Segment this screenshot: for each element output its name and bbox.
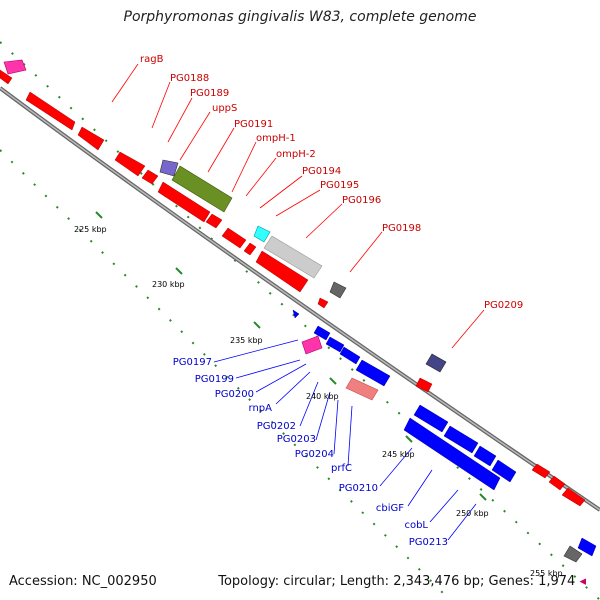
gene-label: PG0209: [484, 300, 523, 311]
reverse-leaders: [213, 339, 477, 541]
gene-feature: [141, 169, 159, 185]
scale-label: 255 kbp: [530, 569, 563, 578]
gene-label: PG0198: [382, 223, 421, 234]
gene-feature: [473, 445, 497, 467]
gene-feature: [413, 404, 449, 433]
forward-features: [0, 69, 586, 507]
gene-feature: [255, 250, 309, 293]
gene-label: PG0191: [234, 119, 273, 130]
reverse-features: [292, 309, 597, 557]
gene-feature: [577, 537, 597, 557]
gene-label: PG0213: [409, 537, 448, 548]
scale-label: 235 kbp: [230, 336, 263, 345]
gene-label: PG0194: [302, 166, 341, 177]
gene-label: PG0203: [277, 434, 316, 445]
gene-feature: [339, 346, 361, 365]
gene-label: PG0195: [320, 180, 359, 191]
feature-gray: [263, 235, 323, 279]
gene-feature: [0, 69, 13, 85]
gene-feature: [205, 213, 223, 229]
accession-text: Accession: NC_002950: [9, 574, 157, 589]
gene-feature: [561, 487, 586, 507]
gene-label: ompH-2: [276, 149, 316, 160]
scale-label-group: 225 kbp 230 kbp 235 kbp 240 kbp 245 kbp …: [74, 225, 563, 578]
scale-label: 230 kbp: [152, 280, 185, 289]
gene-label: PG0196: [342, 195, 381, 206]
feature-magenta-2: [301, 335, 323, 355]
gene-label: prfC: [331, 463, 352, 474]
gene-feature: [157, 181, 211, 223]
gene-label: cobL: [404, 520, 428, 531]
gene-feature: [243, 242, 257, 256]
gene-feature: [114, 151, 146, 177]
summary-text: Topology: circular; Length: 2,343,476 bp…: [218, 574, 586, 589]
gene-feature: [415, 377, 433, 393]
feature-purple: [159, 159, 179, 177]
gene-feature: [77, 126, 105, 151]
gene-label: cbiGF: [376, 503, 404, 514]
forward-leaders: [111, 63, 485, 349]
gene-label: uppS: [212, 103, 237, 114]
scale-ticks: [95, 211, 487, 501]
gene-label: ompH-1: [256, 133, 296, 144]
gene-feature: [292, 309, 300, 319]
scale-label: 240 kbp: [306, 392, 339, 401]
gene-feature: [317, 297, 329, 309]
reverse-label-group: PG0197 PG0199 PG0200 rnpA PG0202 PG0203 …: [173, 357, 448, 548]
gene-label: PG0202: [257, 421, 296, 432]
arrow-icon: ◂: [579, 574, 586, 589]
gene-feature: [221, 227, 247, 249]
gene-label: PG0197: [173, 357, 212, 368]
gene-label: PG0189: [190, 88, 229, 99]
feature-cyan: [253, 225, 271, 243]
feature-darkgray-2: [563, 545, 583, 563]
gene-feature: [548, 475, 566, 491]
gene-feature: [355, 359, 391, 387]
gene-feature: [531, 463, 551, 479]
feature-darkgray: [329, 281, 347, 299]
gene-label: ragB: [140, 54, 164, 65]
gene-feature: [403, 417, 501, 491]
scale-label: 245 kbp: [382, 450, 415, 459]
scale-label: 250 kbp: [456, 509, 489, 518]
gene-feature: [325, 336, 345, 353]
gene-label: PG0204: [295, 449, 334, 460]
gene-label: PG0199: [195, 374, 234, 385]
map-title: Porphyromonas gingivalis W83, complete g…: [123, 9, 477, 25]
scale-label: 225 kbp: [74, 225, 107, 234]
gene-feature: [443, 425, 479, 454]
feature-magenta: [3, 59, 27, 75]
gene-feature: [313, 325, 331, 341]
outer-scale-ring: [0, 41, 600, 600]
forward-label-group: ragB PG0188 PG0189 uppS PG0191 ompH-1 om…: [140, 54, 523, 311]
feature-salmon: [345, 377, 379, 401]
gene-feature: [25, 91, 76, 131]
gene-label: PG0200: [215, 389, 254, 400]
feature-navy: [425, 353, 447, 373]
feature-green: [171, 165, 233, 213]
gene-label: PG0188: [170, 73, 209, 84]
gene-label: PG0210: [339, 483, 378, 494]
gene-label: rnpA: [249, 403, 273, 414]
gene-feature: [491, 459, 517, 483]
